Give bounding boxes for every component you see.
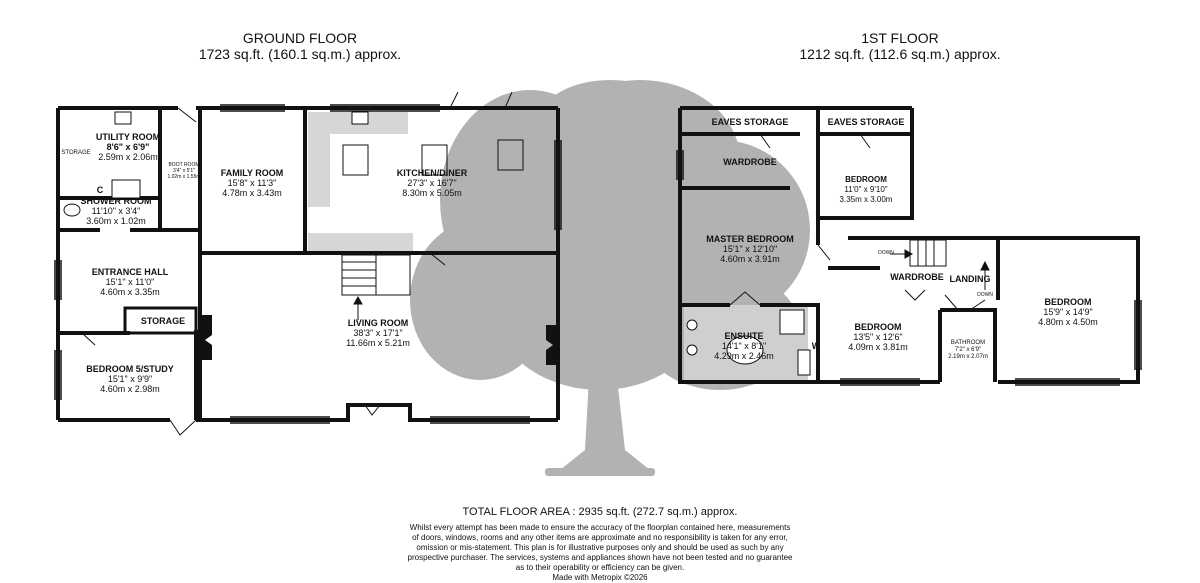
first-floor-header: 1ST FLOOR 1212 sq.ft. (112.6 sq.m.) appr… [750, 30, 1050, 62]
wardrobe-2-label: WARDROBE [890, 272, 944, 282]
disclaimer-line-5: as to their operability or efficiency ca… [515, 563, 685, 572]
storage-small-label: STORAGE [61, 150, 91, 156]
total-floor-area: TOTAL FLOOR AREA : 2935 sq.ft. (272.7 sq… [462, 506, 738, 518]
eaves-storage-1-label: EAVES STORAGE [711, 117, 789, 127]
living-room-label: LIVING ROOM 38'3" x 17'1" 11.66m x 5.21m [346, 318, 410, 348]
bathroom-label: BATHROOM 7'2" x 6'9" 2.19m x 2.07m [948, 340, 988, 360]
disclaimer-line-4: prospective purchaser. The services, sys… [407, 553, 793, 562]
ground-floor-header: GROUND FLOOR 1723 sq.ft. (160.1 sq.m.) a… [150, 30, 450, 62]
shower-room-label: SHOWER ROOM 11'10" x 3'4" 3.60m x 1.02m [80, 196, 152, 226]
disclaimer-line-1: Whilst every attempt has been made to en… [409, 523, 791, 532]
disclaimer: Whilst every attempt has been made to en… [340, 523, 860, 583]
down-label-2: DOWN [977, 292, 993, 298]
w-label: W [811, 341, 821, 351]
boot-room-label: BOOT ROOM 3'4" x 5'1" 1.02m x 1.55m [167, 162, 201, 180]
bedroom-mid-label: BEDROOM 13'5" x 12'6" 4.09m x 3.81m [848, 322, 908, 352]
entrance-hall-label: ENTRANCE HALL 15'1" x 11'0" 4.60m x 3.35… [91, 267, 169, 297]
first-floor-windows [676, 150, 1142, 386]
eaves-storage-2-label: EAVES STORAGE [827, 117, 905, 127]
ground-fixtures [63, 111, 524, 217]
ground-floor-walls [56, 106, 560, 422]
first-floor-area: 1212 sq.ft. (112.6 sq.m.) approx. [799, 46, 1001, 62]
ground-floor-area: 1723 sq.ft. (160.1 sq.m.) approx. [198, 46, 402, 62]
utility-room-label: UTILITY ROOM 8'6" x 6'9" 2.59m x 2.06m [95, 132, 161, 162]
credit: Made with Metropix ©2026 [552, 573, 648, 582]
ensuite-label: ENSUITE 14'1" x 8'1" 4.29m x 2.46m [714, 331, 774, 361]
disclaimer-line-2: of doors, windows, rooms and any other i… [412, 533, 788, 542]
ground-floor-windows [54, 104, 562, 424]
kitchen-diner-label: KITCHEN/DINER 27'3" x 16'7" 8.30m x 5.05… [396, 168, 468, 198]
ensuite-fixtures [686, 309, 811, 376]
fireplace-marks [200, 315, 558, 365]
bedroom-small-label: BEDROOM 11'0" x 9'10" 3.35m x 3.00m [839, 175, 893, 204]
down-label-1: DOWN [878, 250, 894, 256]
landing-label: LANDING [949, 274, 991, 284]
bedroom-big-label: BEDROOM 15'9" x 14'9" 4.80m x 4.50m [1038, 297, 1098, 327]
disclaimer-line-3: omission or mis-statement. This plan is … [416, 543, 784, 552]
cupboard-label: C [96, 185, 104, 195]
kitchen-units [308, 112, 413, 253]
family-room-label: FAMILY ROOM 15'8" x 11'3" 4.78m x 3.43m [220, 168, 284, 198]
first-doors [729, 133, 986, 311]
master-bedroom-label: MASTER BEDROOM 15'1" x 12'10" 4.60m x 3.… [706, 234, 794, 264]
first-floor-title: 1ST FLOOR [861, 30, 939, 46]
wardrobe-1-label: WARDROBE [723, 157, 777, 167]
ground-stairs [341, 254, 411, 320]
study-label: BEDROOM 5/STUDY 15'1" x 9'9" 4.60m x 2.9… [86, 364, 174, 394]
storage-label: STORAGE [140, 316, 186, 326]
ground-floor-title: GROUND FLOOR [242, 30, 358, 46]
first-stairs [890, 239, 990, 290]
first-floor-walls [678, 106, 1140, 384]
ground-doors [81, 91, 513, 436]
